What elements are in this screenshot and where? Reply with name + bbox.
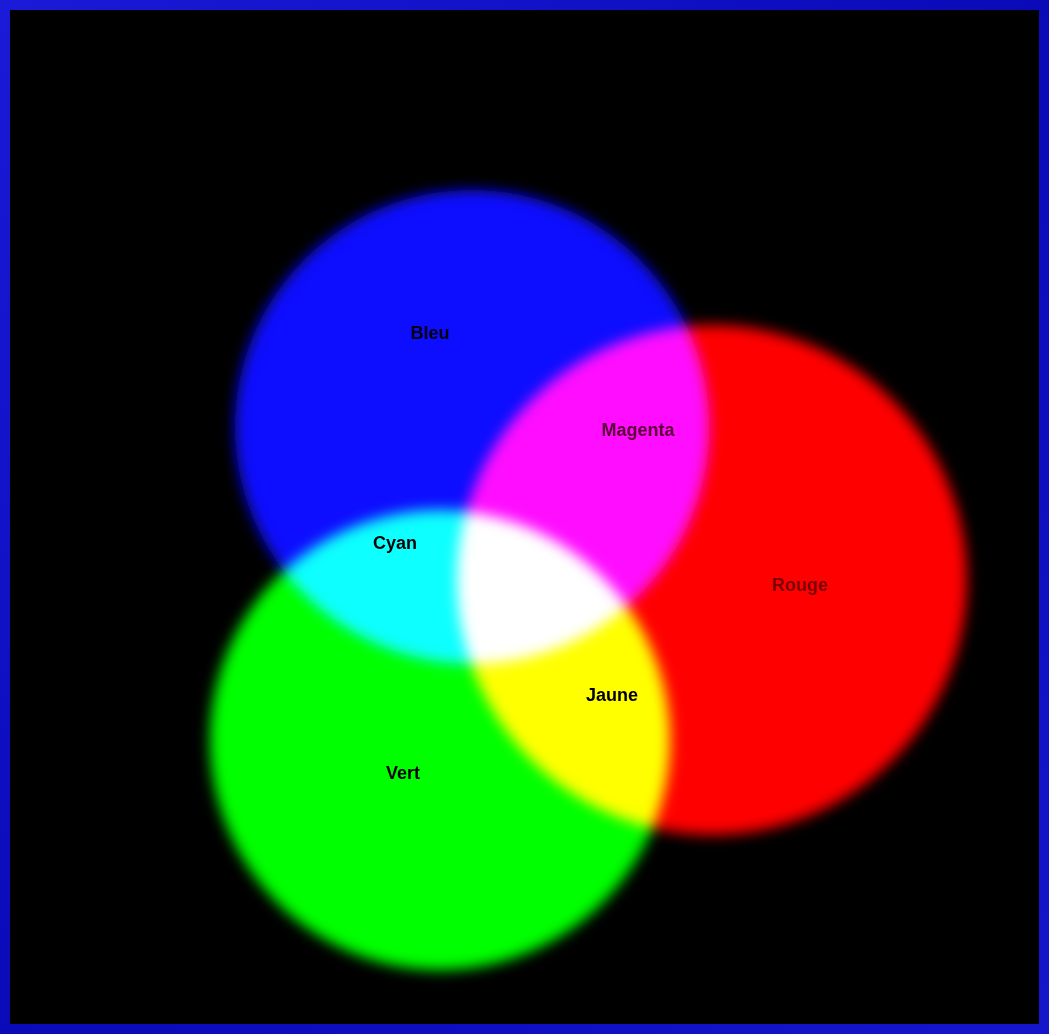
black-ground: BleuRougeVert MagentaCyanJaune <box>10 10 1039 1024</box>
primary-color-name: Vert <box>386 763 420 784</box>
color-circle: Vert <box>180 480 700 1000</box>
mixed-color-name: Jaune <box>586 685 638 706</box>
mix-label-holder: Magenta <box>638 430 711 451</box>
mix-label-holder: Jaune <box>612 695 664 716</box>
primary-color-name: Rouge <box>772 575 828 596</box>
mix-label-holder: Cyan <box>395 543 439 564</box>
light-disc-fill <box>210 510 670 970</box>
light-disc <box>180 480 700 1000</box>
mixed-color-name: Cyan <box>373 533 417 554</box>
mixed-color-name: Magenta <box>601 420 674 441</box>
primary-color-name: Bleu <box>410 323 449 344</box>
